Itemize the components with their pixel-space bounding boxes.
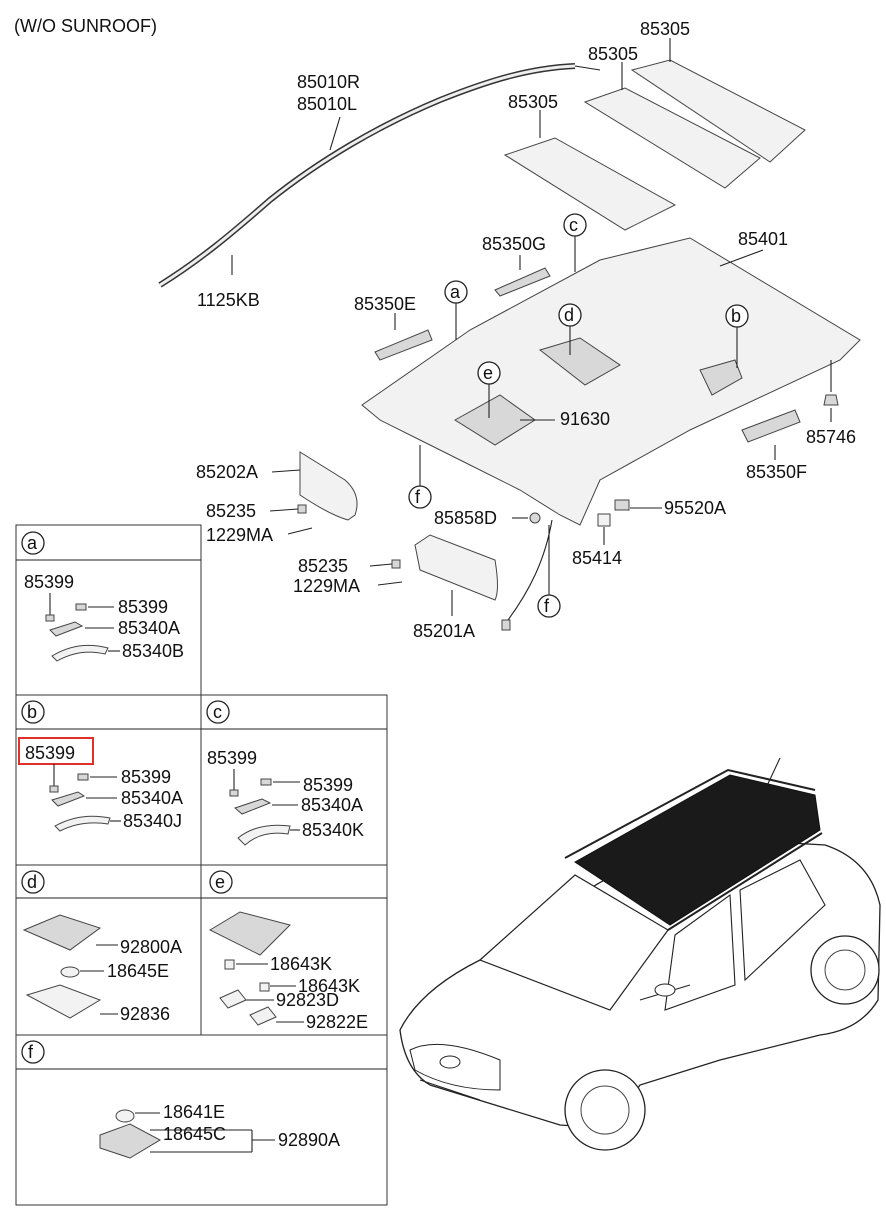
detail-box-f: f 18641E 18645C 92890A xyxy=(15,1034,388,1206)
svg-text:b: b xyxy=(27,702,37,722)
svg-text:85340A: 85340A xyxy=(121,788,183,808)
svg-text:18641E: 18641E xyxy=(163,1102,225,1122)
label-85010L: 85010L xyxy=(297,94,357,114)
svg-text:85399: 85399 xyxy=(303,775,353,795)
label-85305-b: 85305 xyxy=(588,44,638,64)
sunvisor-85201A xyxy=(414,534,498,616)
svg-text:92822E: 92822E xyxy=(306,1012,368,1032)
clip-85858D xyxy=(512,512,541,524)
label-91630: 91630 xyxy=(560,409,610,429)
label-85010R: 85010R xyxy=(297,72,360,92)
svg-text:b: b xyxy=(731,306,741,326)
highlight-85399 xyxy=(18,737,94,765)
svg-text:18645E: 18645E xyxy=(107,961,169,981)
detail-box-d: d 92800A 18645E 92836 xyxy=(15,864,202,1036)
label-85350F: 85350F xyxy=(746,462,807,482)
svg-text:85340B: 85340B xyxy=(122,641,184,661)
svg-text:f: f xyxy=(544,596,550,616)
label-85401: 85401 xyxy=(738,229,788,249)
svg-text:18643K: 18643K xyxy=(298,976,360,996)
label-85305-a: 85305 xyxy=(640,19,690,39)
label-1229MA-a: 1229MA xyxy=(206,525,273,545)
svg-text:85399: 85399 xyxy=(25,743,75,763)
callout-b: b xyxy=(725,304,749,368)
svg-text:85399: 85399 xyxy=(118,597,168,617)
label-1125KB: 1125KB xyxy=(197,290,260,310)
wire-harness xyxy=(501,519,553,631)
callout-e: e xyxy=(477,361,501,418)
label-85201A: 85201A xyxy=(413,621,475,641)
callout-c: c xyxy=(563,213,587,272)
svg-text:92836: 92836 xyxy=(120,1004,170,1024)
detail-box-b: b 85399 85399 85340A 85340J xyxy=(15,694,202,866)
label-85414: 85414 xyxy=(572,548,622,568)
detail-box-a: a 85399 85399 85340A 85340B xyxy=(15,524,202,696)
svg-text:a: a xyxy=(27,533,38,553)
label-85350G: 85350G xyxy=(482,234,546,254)
part-95520A xyxy=(614,499,662,511)
detail-box-e: e 18643K 18643K 92823D 92822E xyxy=(200,864,388,1036)
svg-text:c: c xyxy=(569,215,578,235)
svg-text:85399: 85399 xyxy=(207,748,257,768)
detail-box-c: c 85399 85399 85340A 85340K xyxy=(200,694,388,866)
label-85235-a: 85235 xyxy=(206,501,256,521)
svg-text:f: f xyxy=(415,487,421,507)
label-95520A: 95520A xyxy=(664,498,726,518)
bracket-85350G xyxy=(494,255,551,297)
svg-text:18643K: 18643K xyxy=(270,954,332,974)
part-85414 xyxy=(597,513,611,545)
label-85350E: 85350E xyxy=(354,294,416,314)
svg-text:e: e xyxy=(215,872,225,892)
svg-text:a: a xyxy=(450,282,461,302)
svg-text:f: f xyxy=(28,1042,34,1062)
bracket-85350F xyxy=(741,409,801,460)
svg-text:85340A: 85340A xyxy=(301,795,363,815)
label-1229MA-b: 1229MA xyxy=(293,576,360,596)
svg-text:e: e xyxy=(483,363,493,383)
bracket-85350E xyxy=(374,313,433,361)
svg-text:85340K: 85340K xyxy=(302,820,364,840)
svg-text:18645C: 18645C xyxy=(163,1124,226,1144)
svg-text:85340J: 85340J xyxy=(123,811,182,831)
label-85305-c: 85305 xyxy=(508,92,558,112)
svg-text:c: c xyxy=(213,702,222,722)
label-85202A: 85202A xyxy=(196,462,258,482)
svg-text:92890A: 92890A xyxy=(278,1130,340,1150)
svg-text:92800A: 92800A xyxy=(120,937,182,957)
roof-panels xyxy=(503,38,806,231)
callout-a: a xyxy=(444,280,468,340)
svg-text:d: d xyxy=(564,305,574,325)
callout-f1: f xyxy=(408,445,432,509)
label-85746: 85746 xyxy=(806,427,856,447)
visor-clip-upper xyxy=(269,504,313,535)
curtain-airbag xyxy=(158,63,601,288)
label-85858D: 85858D xyxy=(434,508,497,528)
callout-d: d xyxy=(558,303,582,355)
svg-text:d: d xyxy=(27,872,37,892)
svg-text:85340A: 85340A xyxy=(118,618,180,638)
sunvisor-85202A xyxy=(271,451,358,521)
clip-85746 xyxy=(823,360,839,422)
callout-f2: f xyxy=(537,525,561,618)
svg-text:85399: 85399 xyxy=(121,767,171,787)
svg-text:92823D: 92823D xyxy=(276,990,339,1010)
label-85235-b: 85235 xyxy=(298,556,348,576)
visor-clip-lower xyxy=(369,559,403,586)
diagram-title: (W/O SUNROOF) xyxy=(14,16,157,36)
svg-text:85399: 85399 xyxy=(24,572,74,592)
car-illustration xyxy=(399,757,881,1151)
